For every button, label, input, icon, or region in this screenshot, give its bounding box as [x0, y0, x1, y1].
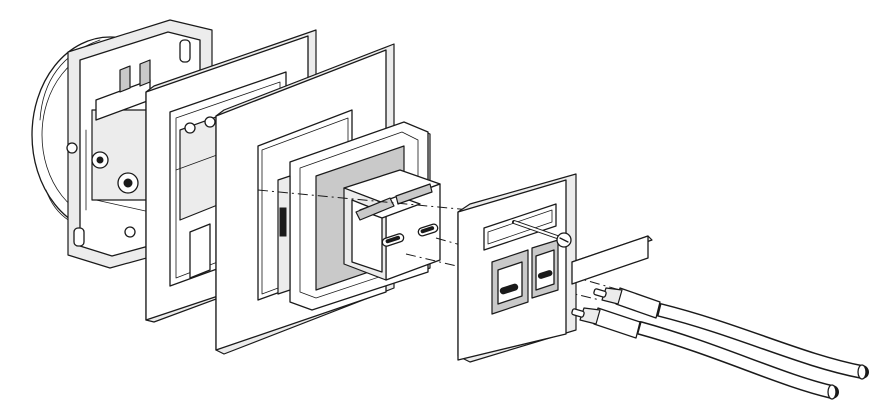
- cover-screw: [512, 220, 572, 248]
- usb-c-cable-upper: [593, 287, 869, 380]
- label-strip: [571, 235, 653, 285]
- usb-c-module: [277, 121, 441, 311]
- cover-plate: [457, 173, 577, 363]
- usb-c-cable-lower: [571, 307, 839, 400]
